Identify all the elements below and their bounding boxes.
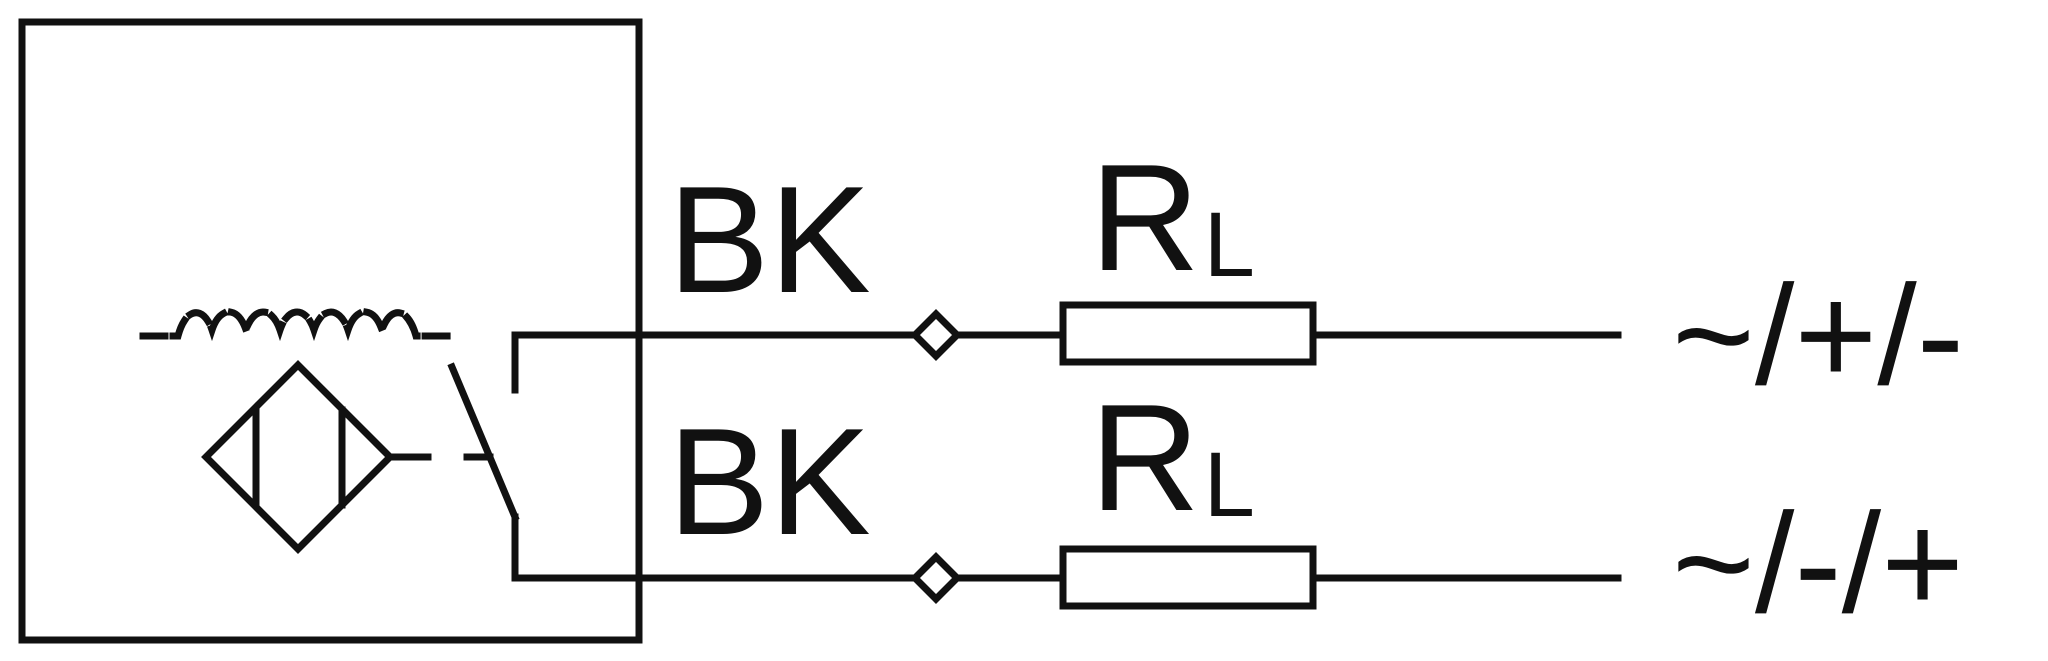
supply-label-lower: ~/-/+	[1672, 484, 1964, 643]
wire-color-label-lower: BK	[668, 397, 871, 567]
terminal-icon	[910, 309, 962, 361]
coil-icon	[139, 308, 456, 342]
wire-lower	[635, 545, 1622, 610]
resistor-label-lower: RL	[1090, 373, 1255, 543]
inductive-sensor-icon	[201, 360, 494, 554]
wire-color-label-upper: BK	[668, 155, 871, 325]
resistor-icon	[1059, 301, 1317, 366]
wire-upper	[635, 301, 1622, 366]
sensor-housing	[18, 18, 643, 644]
supply-label-upper: ~/+/-	[1672, 256, 1964, 415]
resistor-label-upper: RL	[1090, 133, 1255, 303]
resistor-icon	[1059, 545, 1317, 610]
switch-contact-icon	[447, 331, 643, 582]
terminal-icon	[910, 552, 962, 604]
